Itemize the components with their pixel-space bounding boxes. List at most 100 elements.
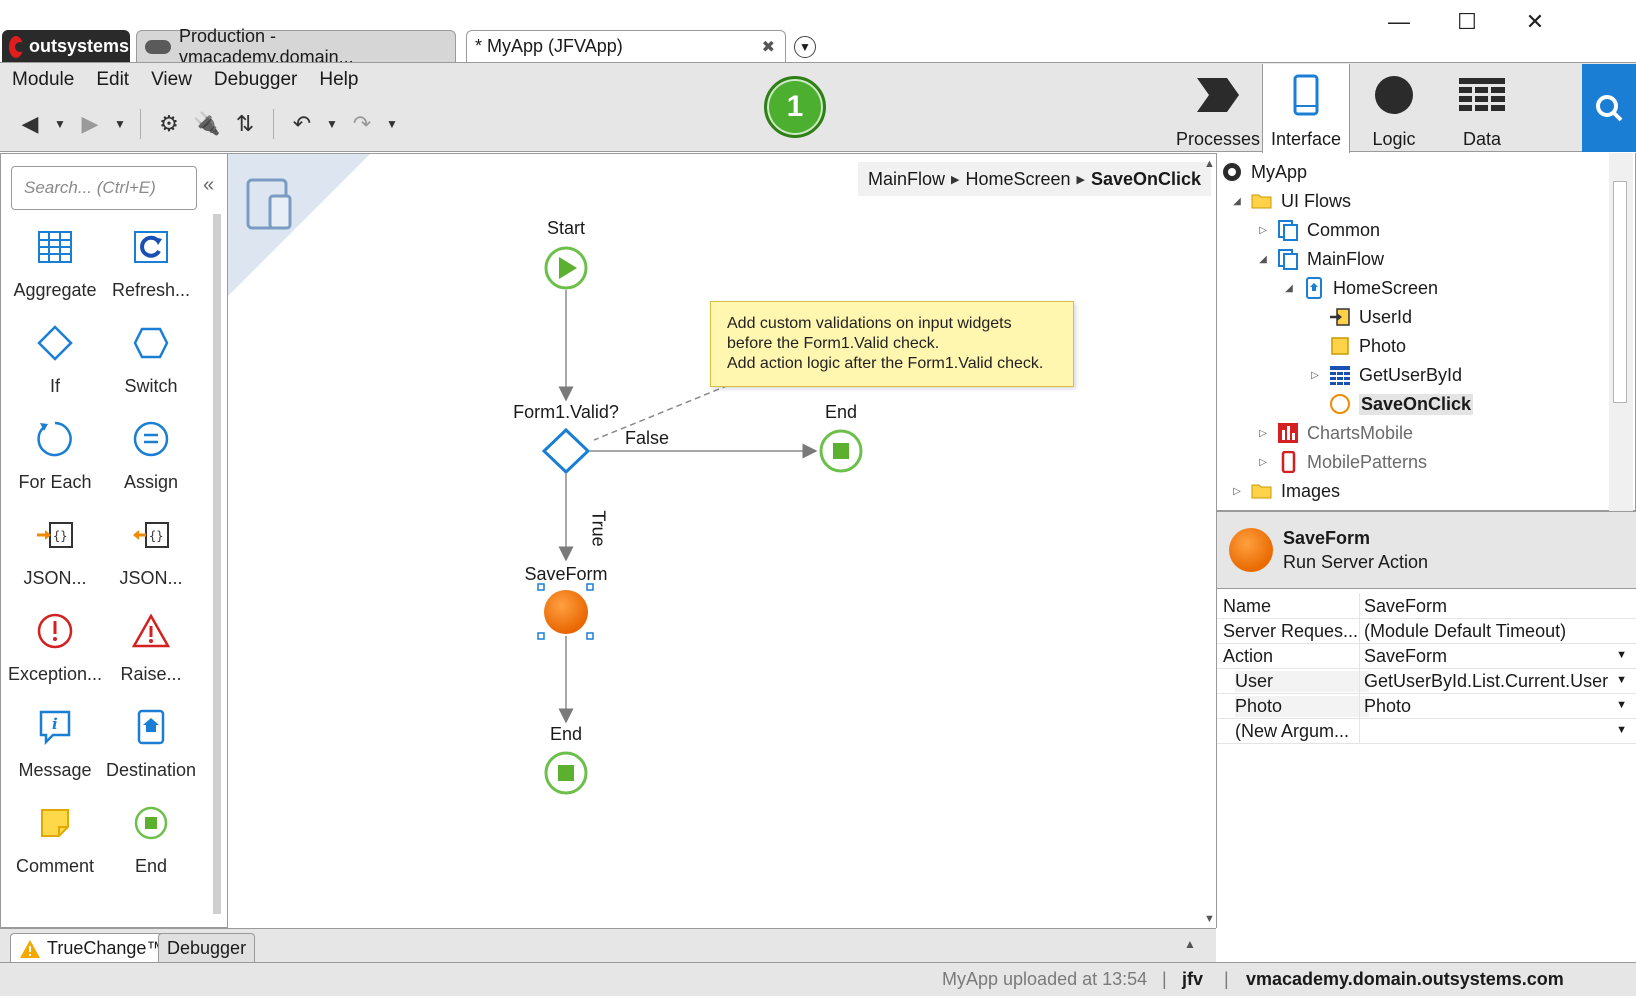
- tree-item-userid[interactable]: UserId: [1309, 306, 1412, 328]
- dropdown-arrow-icon[interactable]: ▼: [1616, 649, 1627, 661]
- expand-panel-icon[interactable]: ▲: [1184, 937, 1196, 951]
- environment-tab[interactable]: Production - vmacademy.domain...: [136, 26, 456, 67]
- expand-triangle-icon[interactable]: ▷: [1311, 369, 1319, 381]
- tree-item-myapp[interactable]: MyApp: [1221, 161, 1307, 183]
- dropdown-arrow-icon[interactable]: ▼: [1616, 699, 1627, 711]
- tool-comment[interactable]: Comment: [5, 790, 105, 886]
- tool-aggregate[interactable]: Aggregate: [5, 214, 105, 310]
- tree-scrollbar-thumb[interactable]: [1613, 181, 1627, 403]
- tree-item-mobilepatterns[interactable]: ▷ MobilePatterns: [1257, 451, 1427, 473]
- tree-scrollbar[interactable]: [1609, 153, 1633, 511]
- dropdown-arrow-icon[interactable]: ▼: [1616, 674, 1627, 686]
- tree-item-saveonclick[interactable]: SaveOnClick: [1309, 393, 1474, 415]
- breadcrumb-mainflow[interactable]: MainFlow: [868, 168, 946, 189]
- scroll-down-icon[interactable]: ▼: [1204, 913, 1215, 925]
- tool-raise-error[interactable]: Raise...: [101, 598, 201, 694]
- tab-logic[interactable]: Logic: [1350, 64, 1438, 152]
- start-node[interactable]: [544, 246, 588, 290]
- user-argument-select[interactable]: GetUserById.List.Current.User: [1359, 668, 1635, 693]
- toolbox-search-input[interactable]: Search... (Ctrl+E): [11, 166, 197, 210]
- redo-icon[interactable]: ↷: [352, 111, 372, 136]
- if-node[interactable]: [541, 427, 591, 475]
- canvas-scrollbar[interactable]: ▲ ▼: [1202, 154, 1216, 928]
- publish-notification-badge[interactable]: 1: [764, 76, 826, 138]
- references-icon[interactable]: ⇅: [235, 111, 255, 136]
- expand-triangle-icon[interactable]: ▷: [1259, 456, 1267, 468]
- menu-debugger[interactable]: Debugger: [213, 69, 298, 90]
- property-key: User: [1235, 671, 1369, 692]
- toolbox-scrollbar[interactable]: [213, 214, 221, 914]
- menu-module[interactable]: Module: [12, 69, 75, 90]
- tool-refresh-data[interactable]: Refresh...: [101, 214, 201, 310]
- tree-item-common[interactable]: ▷ Common: [1257, 219, 1380, 241]
- device-preview-icon[interactable]: [246, 178, 294, 232]
- undo-icon[interactable]: ↶: [292, 111, 312, 136]
- tool-assign[interactable]: Assign: [101, 406, 201, 502]
- tree-item-homescreen[interactable]: ◢ HomeScreen: [1283, 277, 1438, 299]
- tool-message[interactable]: i Message: [5, 694, 105, 790]
- tree-item-chartsmobile[interactable]: ▷ ChartsMobile: [1257, 422, 1413, 444]
- assign-icon: [133, 421, 169, 457]
- tool-if[interactable]: If: [5, 310, 105, 406]
- undo-dropdown-icon[interactable]: ▼: [326, 117, 338, 131]
- outsystems-menu-tab[interactable]: outsystems: [2, 30, 130, 62]
- tool-exception-handler[interactable]: Exception...: [5, 598, 105, 694]
- scroll-up-icon[interactable]: ▲: [1204, 158, 1215, 170]
- collapse-triangle-icon[interactable]: ◢: [1233, 195, 1241, 207]
- tab-menu-chevron-icon[interactable]: ▼: [794, 36, 816, 58]
- tree-item-mainflow[interactable]: ◢ MainFlow: [1257, 248, 1384, 270]
- minimize-button[interactable]: —: [1388, 9, 1410, 34]
- breadcrumb-homescreen[interactable]: HomeScreen: [965, 168, 1071, 189]
- expand-triangle-icon[interactable]: ▷: [1233, 485, 1241, 497]
- name-input[interactable]: SaveForm: [1359, 593, 1635, 618]
- back-dropdown-icon[interactable]: ▼: [54, 117, 66, 131]
- server-name[interactable]: vmacademy.domain.outsystems.com: [1246, 969, 1564, 989]
- end-node-top[interactable]: [819, 429, 863, 473]
- dropdown-arrow-icon[interactable]: ▼: [1616, 724, 1627, 736]
- forward-dropdown-icon[interactable]: ▼: [114, 117, 126, 131]
- expand-triangle-icon[interactable]: ▷: [1259, 427, 1267, 439]
- new-argument-select[interactable]: [1359, 718, 1635, 743]
- menu-help[interactable]: Help: [319, 69, 359, 90]
- tool-json-deserialize[interactable]: {} JSON...: [101, 502, 201, 598]
- tree-item-ui-flows[interactable]: ◢ UI Flows: [1231, 190, 1351, 212]
- flow-comment-note[interactable]: Add custom validations on input widgets …: [710, 301, 1074, 387]
- module-tab[interactable]: * MyApp (JFVApp) ✖: [466, 30, 786, 62]
- menu-view[interactable]: View: [151, 69, 192, 90]
- collapse-triangle-icon[interactable]: ◢: [1285, 282, 1293, 294]
- global-search-button[interactable]: [1582, 64, 1636, 152]
- tab-processes[interactable]: Processes: [1174, 64, 1262, 152]
- tool-end[interactable]: End: [101, 790, 201, 886]
- redo-dropdown-icon[interactable]: ▼: [386, 117, 398, 131]
- mobile-patterns-icon: [1281, 451, 1296, 473]
- tab-debugger[interactable]: Debugger: [158, 933, 256, 963]
- tree-item-photo[interactable]: Photo: [1309, 335, 1406, 357]
- close-window-button[interactable]: ✕: [1525, 9, 1545, 34]
- forward-icon[interactable]: ▶: [81, 111, 99, 136]
- end-node-bottom[interactable]: [544, 751, 588, 795]
- menu-edit[interactable]: Edit: [96, 69, 130, 90]
- action-select[interactable]: SaveForm: [1359, 643, 1635, 668]
- expand-triangle-icon[interactable]: ▷: [1259, 224, 1267, 236]
- tab-data[interactable]: Data: [1438, 64, 1526, 152]
- server-request-timeout-input[interactable]: (Module Default Timeout): [1359, 618, 1635, 643]
- tool-destination[interactable]: Destination: [101, 694, 201, 790]
- flow-canvas[interactable]: MainFlow ▶ HomeScreen ▶ SaveOnClick: [228, 153, 1216, 928]
- back-icon[interactable]: ◀: [21, 111, 39, 136]
- tool-json-serialize[interactable]: {} JSON...: [5, 502, 105, 598]
- close-tab-icon[interactable]: ✖: [761, 38, 775, 56]
- tool-switch[interactable]: Switch: [101, 310, 201, 406]
- plug-icon[interactable]: 🔌: [193, 111, 221, 136]
- settings-gear-icon[interactable]: ⚙: [159, 111, 179, 136]
- tool-label: Switch: [124, 376, 178, 396]
- tab-interface[interactable]: Interface: [1262, 64, 1350, 153]
- photo-argument-select[interactable]: Photo: [1359, 693, 1635, 718]
- saveform-action-node[interactable]: [537, 583, 594, 640]
- tool-for-each[interactable]: For Each: [5, 406, 105, 502]
- collapse-triangle-icon[interactable]: ◢: [1259, 253, 1267, 265]
- tree-item-getuserbyid[interactable]: ▷ GetUserById: [1309, 364, 1462, 386]
- maximize-button[interactable]: ☐: [1457, 9, 1477, 34]
- tab-truechange[interactable]: TrueChange™: [10, 933, 174, 963]
- tree-item-images[interactable]: ▷ Images: [1231, 480, 1340, 502]
- collapse-panel-icon[interactable]: «: [203, 174, 215, 196]
